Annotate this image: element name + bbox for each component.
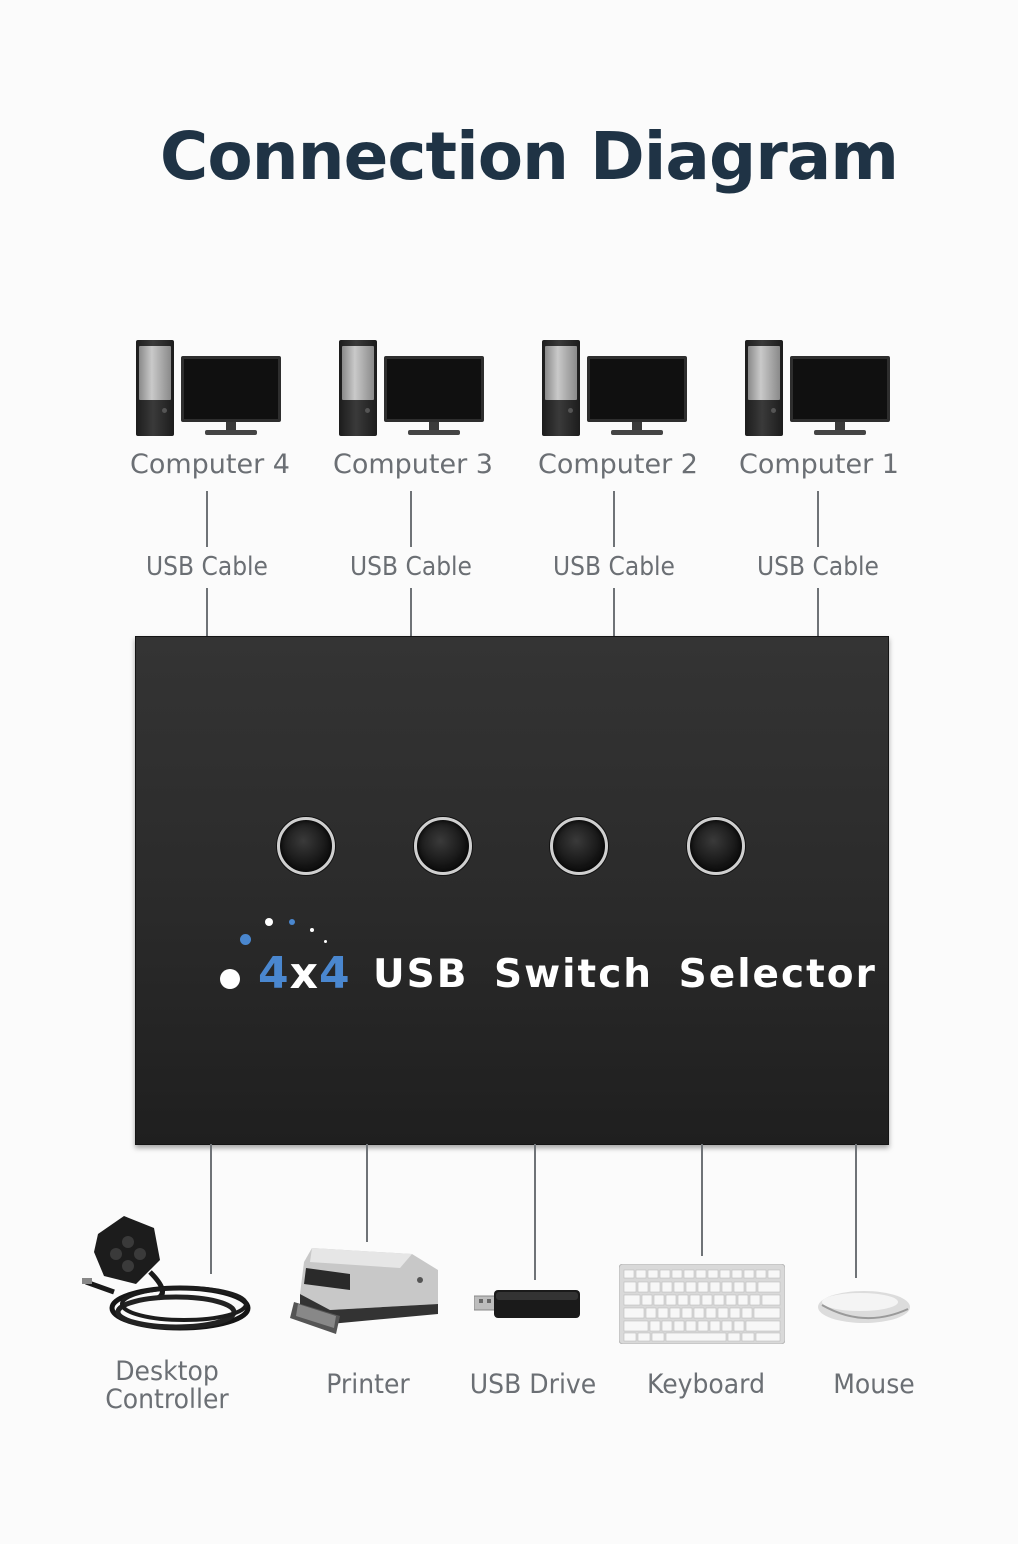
product-name: USB Switch Selector (373, 952, 877, 997)
device-label: Desktop Controller (105, 1356, 229, 1415)
computer-label: Computer 2 (538, 449, 698, 480)
switch-button-4[interactable] (687, 817, 745, 875)
computer-label: Computer 1 (739, 449, 899, 480)
cable-line (855, 1144, 857, 1278)
cable-line (701, 1144, 703, 1256)
device-label: Keyboard (646, 1369, 766, 1400)
computer-label: Computer 4 (130, 449, 290, 480)
cable-line (817, 588, 819, 636)
desktop-controller-icon (82, 1216, 251, 1331)
cable-line (206, 491, 208, 547)
usb-drive-icon (474, 1290, 580, 1318)
pc-tower-icon (745, 340, 783, 436)
cable-label: USB Cable (350, 552, 472, 582)
model-label: 4x4 (258, 948, 351, 999)
monitor-icon (384, 356, 484, 422)
device-label: Mouse (833, 1369, 915, 1400)
monitor-icon (790, 356, 890, 422)
device-label: Printer (326, 1369, 410, 1400)
monitor-icon (587, 356, 687, 422)
pc-tower-icon (339, 340, 377, 436)
pc-tower-icon (542, 340, 580, 436)
cable-label: USB Cable (757, 552, 879, 582)
switch-button-2[interactable] (414, 817, 472, 875)
cable-line (613, 588, 615, 636)
switch-button-3[interactable] (550, 817, 608, 875)
cable-line (366, 1144, 368, 1242)
switch-button-1[interactable] (277, 817, 335, 875)
cable-line (534, 1144, 536, 1280)
cable-line (613, 491, 615, 547)
cable-line (206, 588, 208, 636)
device-label: USB Drive (469, 1369, 597, 1400)
cable-label: USB Cable (146, 552, 268, 582)
computer-label: Computer 3 (333, 449, 493, 480)
usb-switch-box (135, 636, 889, 1145)
cable-line (410, 491, 412, 547)
printer-icon (290, 1248, 438, 1334)
mouse-icon (818, 1291, 910, 1323)
cable-label: USB Cable (553, 552, 675, 582)
pc-tower-icon (136, 340, 174, 436)
monitor-icon (181, 356, 281, 422)
keyboard-icon (619, 1264, 785, 1344)
page-title: Connection Diagram (159, 118, 899, 195)
cable-line (817, 491, 819, 547)
cable-line (210, 1144, 212, 1274)
cable-line (410, 588, 412, 636)
